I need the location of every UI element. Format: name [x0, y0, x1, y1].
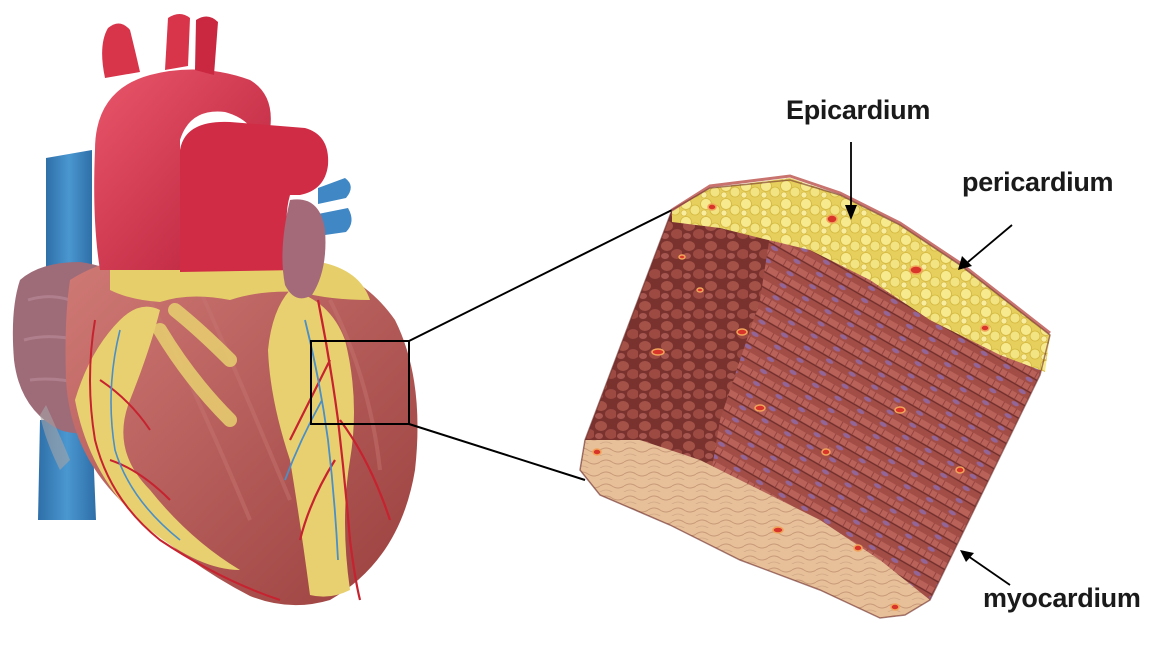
heart-illustration	[13, 14, 418, 605]
myocardium-label: myocardium	[983, 583, 1141, 614]
left-common-carotid	[165, 14, 190, 70]
connector-line-bottom	[409, 424, 585, 480]
pericardium-label: pericardium	[962, 167, 1113, 198]
brachiocephalic-trunk	[102, 23, 140, 78]
myocardium-arrow	[968, 556, 1010, 585]
left-subclavian	[195, 16, 218, 75]
epicardium-label: Epicardium	[786, 95, 930, 126]
pericardium-arrow	[968, 225, 1012, 262]
tissue-section	[580, 176, 1050, 618]
pulmonary-vein-upper	[318, 178, 351, 204]
